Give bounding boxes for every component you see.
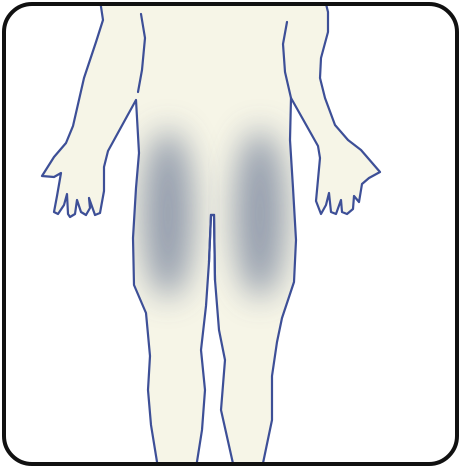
right-thigh-highlight (234, 130, 286, 298)
left-thigh-highlight (142, 130, 194, 298)
